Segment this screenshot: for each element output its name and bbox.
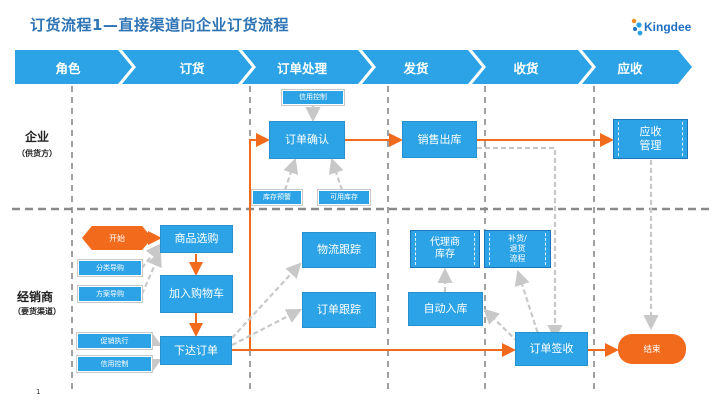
- stage-role-label: 角色: [55, 61, 81, 76]
- browse-products-node: 商品选购: [160, 225, 233, 253]
- add-to-cart-node: 加入购物车: [160, 275, 233, 313]
- order-tracking-node: 订单跟踪: [302, 292, 376, 328]
- order-sign-node: 订单签收: [515, 332, 588, 366]
- stage-bar: [15, 50, 692, 84]
- stage-chevron-receivable: [582, 50, 692, 84]
- available-stock-node: 可用库存: [317, 189, 371, 206]
- logistics-tracking-node: 物流跟踪: [302, 232, 376, 268]
- scheme-guide-node: 方案导购: [77, 285, 143, 303]
- page-number: 1: [36, 388, 41, 396]
- stage-chevron-order: [122, 50, 252, 84]
- sales-outbound-node: 销售出库: [402, 121, 477, 158]
- auto-inbound-node: 自动入库: [408, 292, 483, 326]
- stage-chevron-role: [15, 50, 132, 84]
- order-confirm-node: 订单确认: [269, 121, 345, 159]
- start-node: 开始: [82, 226, 152, 250]
- role-enterprise: 企业: [24, 130, 49, 144]
- stage-shipping-label: 发货: [403, 61, 429, 76]
- stock-warning-node: 库存预警: [251, 189, 303, 206]
- category-guide-node: 分类导购: [77, 259, 143, 277]
- kingdee-logo-icon: [631, 18, 643, 36]
- replenish-return-node: 补货/ 退货 流程: [484, 230, 551, 268]
- credit-control-dealer-node: 信用控制: [76, 355, 153, 373]
- role-enterprise-sub: （供货方）: [17, 149, 57, 158]
- stage-chevron-processing: [242, 50, 372, 84]
- stage-chevron-receiving: [472, 50, 592, 84]
- stage-chevron-shipping: [362, 50, 482, 84]
- role-dealer: 经销商: [16, 290, 53, 304]
- place-order-node: 下达订单: [160, 336, 232, 365]
- ar-management-node: 应收 管理: [613, 119, 688, 159]
- logo-text: Kingdee: [644, 20, 692, 34]
- stage-processing-label: 订单处理: [276, 61, 327, 76]
- agent-stock-node: 代理商 库存: [410, 230, 480, 268]
- end-node: 结束: [618, 334, 686, 364]
- stage-receivable-label: 应收: [617, 61, 643, 76]
- stage-receiving-label: 收货: [513, 61, 539, 76]
- stage-order-label: 订货: [179, 61, 205, 76]
- promotion-node: 促销执行: [76, 332, 153, 350]
- role-dealer-sub: （要货渠道）: [13, 307, 61, 316]
- credit-control-top-node: 信用控制: [281, 89, 345, 106]
- page-title: 订货流程1—直接渠道向企业订货流程: [30, 16, 289, 34]
